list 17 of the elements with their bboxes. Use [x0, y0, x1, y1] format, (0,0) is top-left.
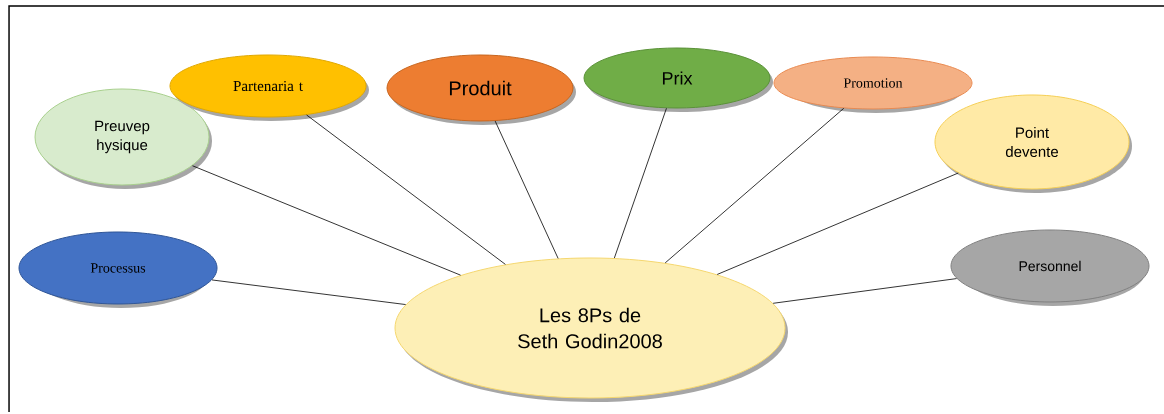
ellipse-node: Preuvep hysique	[34, 88, 212, 189]
connector-line	[772, 278, 957, 304]
connector-line	[192, 165, 461, 276]
connector-line	[494, 120, 559, 259]
connector-line	[613, 107, 667, 259]
ellipse-node: Les 8Ps de Seth Godin2008	[394, 257, 788, 402]
connector-line	[306, 114, 506, 265]
ellipse-node: Personnel	[950, 229, 1150, 306]
ellipse-node: Processus	[18, 231, 218, 308]
connector-line	[664, 107, 845, 264]
ellipse-node: Point devente	[934, 94, 1132, 193]
ellipse-node: Prix	[583, 47, 773, 112]
ellipse-node: Produit	[386, 54, 576, 125]
connector-line	[211, 279, 407, 305]
connector-line	[716, 172, 959, 275]
ellipse-node: Promotion	[773, 56, 973, 113]
ellipse-node: Partenaria t	[169, 54, 369, 121]
